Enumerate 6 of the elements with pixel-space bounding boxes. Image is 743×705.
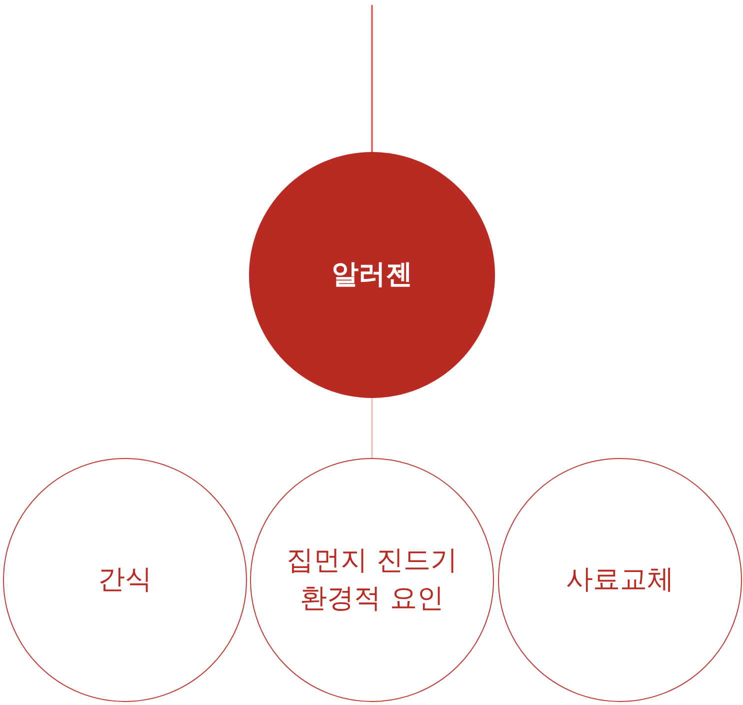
connector-line bbox=[371, 5, 373, 152]
node-label: 간식 bbox=[98, 562, 152, 597]
node-label: 집먼지 진드기 환경적 요인 bbox=[286, 544, 458, 616]
node-label: 사료교체 bbox=[566, 562, 674, 597]
node-label: 알러젠 bbox=[332, 258, 412, 292]
connector-line bbox=[371, 398, 373, 458]
